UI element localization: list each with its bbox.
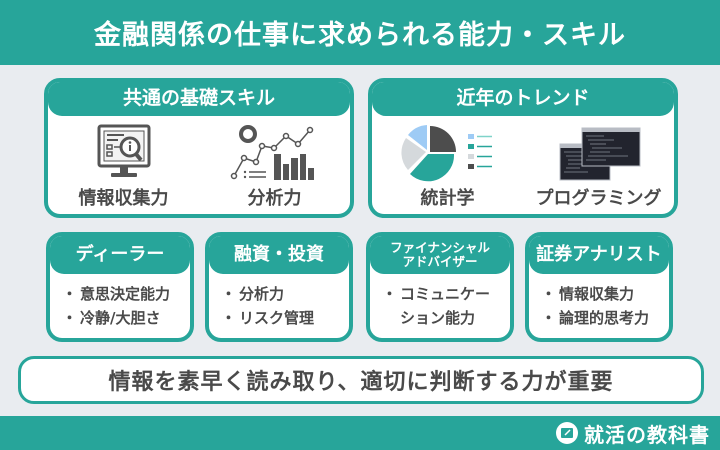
job-bullet-continuation: ション能力 (400, 309, 476, 327)
skill-information-gathering: 情報収集力 (54, 124, 194, 210)
job-card-lending-investment: 融資・投資 ・分析力 ・リスク管理 (205, 232, 353, 342)
job-header: 証券アナリスト (529, 236, 669, 274)
brand-logo-text: 就活の教科書 (584, 422, 710, 447)
job-bullet: ・リスク管理 (221, 309, 315, 327)
trend-statistics: 統計学 (378, 124, 518, 210)
job-card-dealer: ディーラー ・意思決定能力 ・冷静/大胆さ (46, 232, 194, 342)
page-title: 金融関係の仕事に求められる能力・スキル (0, 0, 720, 65)
trends-card: 近年のトレンド 統計学 (368, 78, 678, 218)
trends-header: 近年のトレンド (372, 82, 674, 116)
job-bullet: ・冷静/大胆さ (62, 309, 161, 327)
common-skills-header: 共通の基礎スキル (48, 82, 350, 116)
job-bullet: ・論理的思考力 (541, 309, 650, 327)
job-header: ファイナンシャルアドバイザー (370, 236, 510, 274)
trend-programming: プログラミング (529, 124, 669, 210)
notebook-pencil-icon (556, 422, 578, 444)
trend-label: 統計学 (420, 188, 475, 209)
job-bullet: ・意思決定能力 (62, 285, 171, 303)
skill-analysis: 分析力 (205, 124, 345, 210)
job-header: 融資・投資 (209, 236, 349, 274)
job-bullet: ・情報収集力 (541, 285, 635, 303)
job-bullet: ・コミュニケー (382, 285, 491, 303)
job-card-securities-analyst: 証券アナリスト ・情報収集力 ・論理的思考力 (525, 232, 673, 342)
footer-bar: 就活の教科書 (0, 416, 720, 450)
trend-label: プログラミング (535, 188, 662, 209)
pie-chart-icon (400, 125, 492, 182)
skill-label: 情報収集力 (78, 188, 169, 209)
analytics-chart-icon (230, 125, 314, 180)
monitor-magnifier-icon (97, 124, 150, 177)
skill-label: 分析力 (247, 188, 302, 209)
job-header: ディーラー (50, 236, 190, 274)
code-windows-icon (559, 127, 640, 181)
summary-banner: 情報を素早く読み取り、適切に判断する力が重要 (18, 356, 704, 404)
job-card-financial-advisor: ファイナンシャルアドバイザー ・コミュニケー ション能力 (366, 232, 514, 342)
job-bullet: ・分析力 (221, 285, 285, 303)
common-skills-card: 共通の基礎スキル 情報収集力 (44, 78, 354, 218)
